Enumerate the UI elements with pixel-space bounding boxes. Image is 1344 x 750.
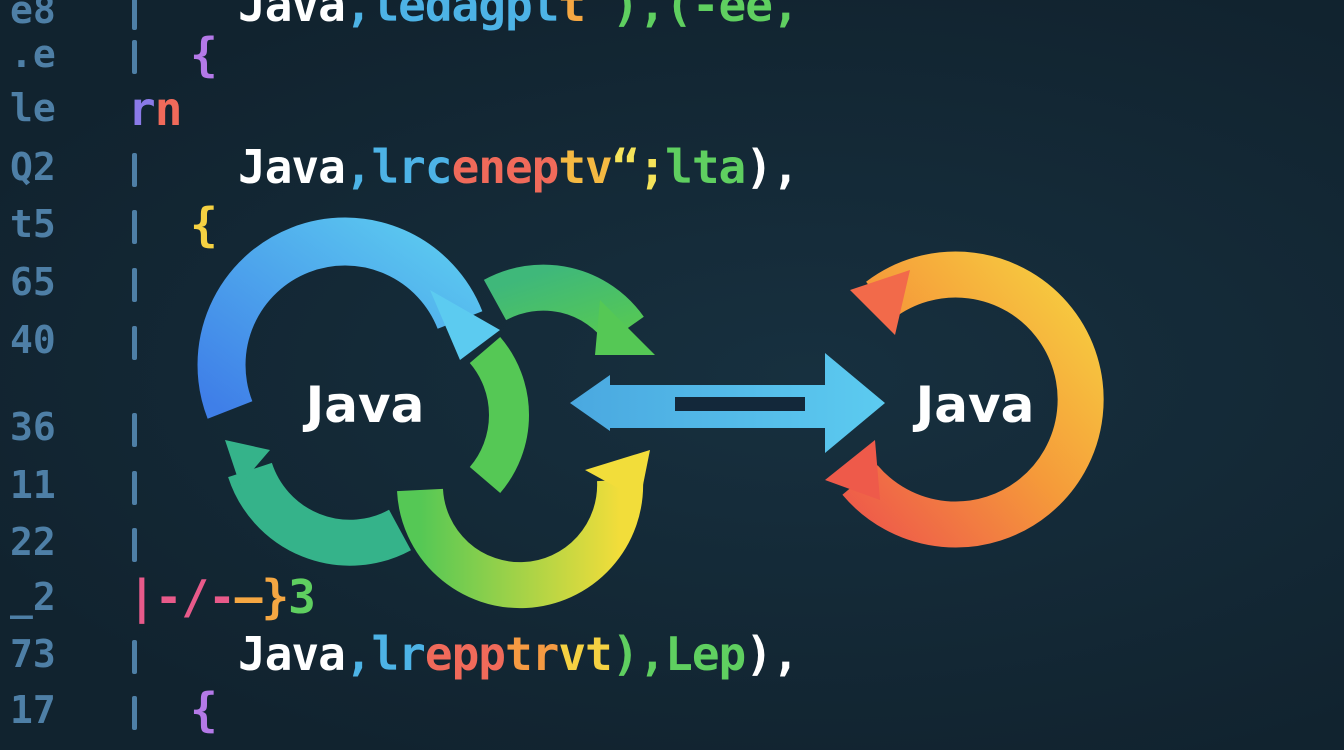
code-token: ,lrc: [344, 140, 453, 194]
code-token: —}: [234, 570, 289, 624]
teal-arrowhead: [225, 440, 270, 485]
indent-guide: [132, 696, 137, 730]
blue-arrowhead: [430, 290, 500, 360]
indent-guide: [132, 40, 137, 74]
code-token: Java: [238, 0, 346, 32]
code-token: vt: [558, 627, 612, 681]
indent-guide: [132, 640, 137, 674]
line-number: 73: [10, 632, 56, 676]
indent-guide: [132, 326, 137, 360]
code-token: enep: [451, 140, 560, 194]
code-token: “;: [611, 140, 666, 194]
orange-arc-arrow: [842, 251, 1104, 548]
yellow-arc-arrow: [397, 478, 644, 609]
right-cycle-arrow: Java: [825, 251, 1104, 548]
code-line: Java,lrceneptv“;lta),: [238, 140, 800, 194]
code-token: {: [190, 198, 218, 252]
right-java-label: Java: [913, 376, 1035, 434]
line-number: 22: [10, 520, 56, 564]
code-line: Java,lrepptrvt),Lep),: [238, 627, 800, 681]
code-token: Java: [238, 140, 346, 194]
code-token: ,ledagpl: [344, 0, 560, 32]
arrow-inner-bar: [675, 397, 805, 411]
code-line: rn: [128, 82, 183, 136]
red-arrowhead-top: [850, 270, 910, 335]
yellow-arrowhead: [585, 450, 650, 500]
indent-guide: [132, 528, 137, 562]
code-line: {: [190, 198, 218, 252]
code-token: tv: [558, 140, 612, 194]
code-token: t: [558, 0, 586, 32]
code-token: n: [154, 82, 183, 136]
line-number: .e: [10, 32, 56, 76]
line-number: Q2: [10, 145, 56, 189]
code-token: {: [190, 28, 218, 82]
code-line: Java,ledagplt ),(-ee,: [238, 0, 800, 32]
indent-guide: [132, 210, 137, 244]
double-arrow: [570, 353, 885, 453]
indent-guide: [132, 471, 137, 505]
line-number: t5: [10, 202, 56, 246]
line-number: 11: [10, 463, 56, 507]
left-java-label: Java: [303, 376, 425, 434]
red-arrowhead-bottom: [825, 440, 880, 500]
blue-arc-arrow: [197, 217, 483, 419]
code-token: 3: [288, 570, 316, 624]
code-token: |-/-: [128, 570, 236, 624]
code-token: epp: [424, 627, 506, 681]
line-number: 40: [10, 318, 56, 362]
code-line: {: [190, 683, 218, 737]
line-number: 65: [10, 260, 56, 304]
indent-guide: [132, 0, 137, 30]
code-token: ,lr: [344, 627, 426, 681]
code-line: {: [190, 28, 218, 82]
code-token: ),(-ee,: [585, 0, 800, 32]
line-number: _2: [10, 575, 56, 619]
indent-guide: [132, 413, 137, 447]
code-token: ),: [745, 140, 799, 194]
line-number: 36: [10, 405, 56, 449]
code-token: ),: [745, 627, 799, 681]
left-cycle-arrows: Java: [197, 217, 655, 609]
code-token: {: [190, 683, 218, 737]
line-number: le: [10, 86, 56, 130]
code-token: Java: [238, 627, 346, 681]
line-number: e8: [10, 0, 56, 32]
code-token: lta: [665, 140, 746, 194]
teal-arc-arrow: [228, 462, 411, 566]
green-arrowhead: [595, 300, 655, 355]
indent-guide: [132, 268, 137, 302]
line-number: 17: [10, 688, 56, 732]
code-token: ),Lep: [611, 627, 746, 681]
code-token: tr: [504, 627, 559, 681]
indent-guide: [132, 153, 137, 187]
code-line: |-/-—}3: [128, 570, 316, 624]
green-inner-arc: [469, 337, 529, 493]
code-token: r: [128, 82, 156, 136]
